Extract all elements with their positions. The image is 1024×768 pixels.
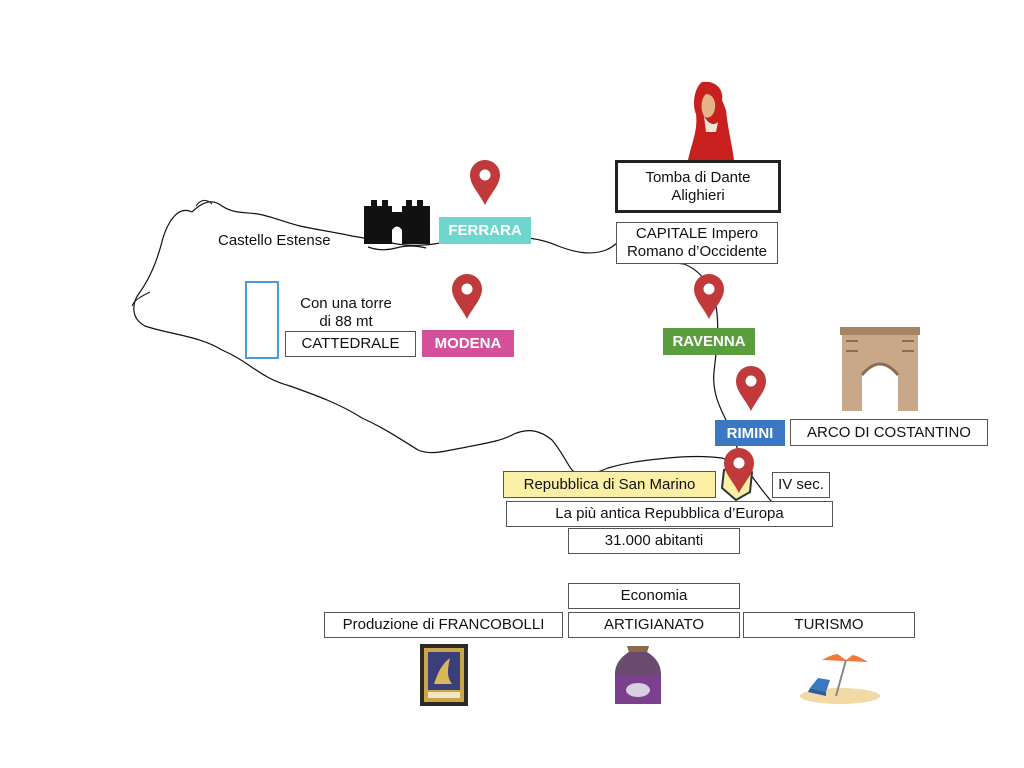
capitale-line2: Romano d’Occidente	[626, 243, 768, 260]
map-pin-icon[interactable]	[723, 448, 755, 494]
antica-repubblica-box: La più antica Repubblica d’Europa	[506, 501, 833, 527]
francobolli-box: Produzione di FRANCOBOLLI	[324, 612, 563, 638]
city-tag-ravenna[interactable]: RAVENNA	[663, 328, 755, 355]
map-pin-icon[interactable]	[451, 274, 483, 320]
arch-icon	[840, 327, 920, 411]
arco-costantino-box: ARCO DI COSTANTINO	[790, 419, 988, 446]
economia-box: Economia	[568, 583, 740, 609]
castle-icon	[364, 200, 430, 251]
torre-label-line2: di 88 mt	[319, 313, 373, 330]
map-pin-icon[interactable]	[469, 160, 501, 206]
castello-estense-label: Castello Estense	[218, 232, 331, 249]
tomba-line2: Alighieri	[671, 186, 725, 204]
turismo-box: TURISMO	[743, 612, 915, 638]
cathedral-tower-rectangle	[245, 281, 279, 359]
tomba-dante-box: Tomba di Dante Alighieri	[615, 160, 781, 213]
city-tag-ferrara[interactable]: FERRARA	[439, 217, 531, 244]
map-pin-icon[interactable]	[693, 274, 725, 320]
cattedrale-box: CATTEDRALE	[285, 331, 416, 357]
capitale-impero-box: CAPITALE Impero Romano d’Occidente	[616, 222, 778, 264]
beach-umbrella-icon	[800, 651, 880, 704]
city-tag-modena[interactable]: MODENA	[422, 330, 514, 357]
city-tag-rimini[interactable]: RIMINI	[715, 420, 785, 446]
map-pin-icon[interactable]	[735, 366, 767, 412]
artigianato-box: ARTIGIANATO	[568, 612, 740, 638]
abitanti-box: 31.000 abitanti	[568, 528, 740, 554]
torre-label-line1: Con una torre	[300, 295, 392, 312]
san-marino-box: Repubblica di San Marino	[503, 471, 716, 498]
stamp-icon	[420, 644, 468, 706]
vase-icon	[615, 646, 661, 704]
tomba-line1: Tomba di Dante	[645, 168, 751, 186]
capitale-line1: CAPITALE Impero	[635, 225, 759, 242]
iv-sec-box: IV sec.	[772, 472, 830, 498]
dante-portrait-icon	[688, 81, 734, 160]
